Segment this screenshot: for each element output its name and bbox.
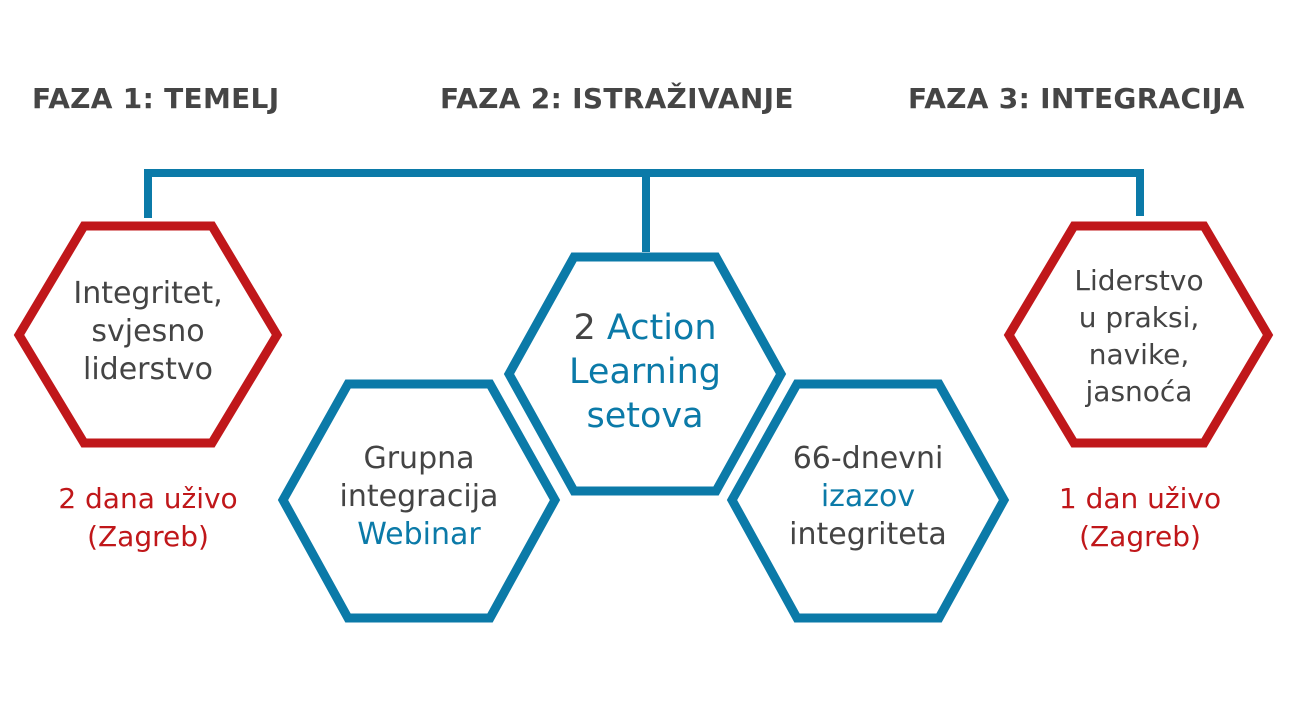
hexagon-phase3	[1003, 221, 1274, 448]
phase-2-title: FAZA 2: ISTRAŽIVANJE	[440, 82, 794, 115]
text-highlight: izazov	[820, 479, 916, 514]
phase1-duration: 2 dana uživo (Zagreb)	[58, 480, 237, 556]
text-line: navike,	[1088, 338, 1190, 371]
text-line: Action	[606, 308, 717, 348]
text-line: setova	[586, 396, 704, 436]
location-text: (Zagreb)	[1079, 520, 1201, 553]
text-line: Liderstvo	[1074, 264, 1204, 297]
text-line: jasnoća	[1085, 375, 1193, 408]
text-line: 66-dnevni	[792, 441, 944, 476]
text-line: integracija	[339, 479, 499, 514]
text-line: Integritet,	[73, 276, 223, 311]
hexagon-webinar	[277, 379, 561, 623]
text-line: integriteta	[789, 517, 947, 552]
hexagon-66-day	[726, 379, 1010, 623]
hexagon-phase1	[13, 221, 283, 448]
text-line: svjesno	[91, 314, 205, 349]
text-line: Learning	[569, 352, 721, 392]
phase3-duration: 1 dan uživo (Zagreb)	[1059, 480, 1221, 556]
count: 2	[573, 308, 596, 348]
text-highlight: Webinar	[357, 517, 481, 552]
text-line: liderstvo	[82, 352, 213, 387]
text-line: Grupna	[363, 441, 475, 476]
connector-lines	[144, 169, 1144, 252]
text-line: u praksi,	[1078, 301, 1200, 334]
hexagon-66-day-text: 66-dnevni izazov integriteta	[789, 440, 947, 554]
hexagon-webinar-text: Grupna integracija Webinar	[340, 440, 499, 554]
duration-text: 1 dan uživo	[1058, 482, 1222, 515]
hexagon-phase1-text: Integritet, svjesno liderstvo	[73, 275, 222, 389]
phase-3-title: FAZA 3: INTEGRACIJA	[908, 82, 1245, 115]
location-text: (Zagreb)	[87, 520, 209, 553]
hexagon-action-learning	[503, 252, 787, 496]
phase-1-title: FAZA 1: TEMELJ	[32, 82, 280, 115]
hexagon-action-learning-text: 2 Action Learning setova	[569, 306, 721, 438]
duration-text: 2 dana uživo	[58, 482, 238, 515]
hexagon-phase3-text: Liderstvo u praksi, navike, jasnoća	[1074, 262, 1203, 410]
